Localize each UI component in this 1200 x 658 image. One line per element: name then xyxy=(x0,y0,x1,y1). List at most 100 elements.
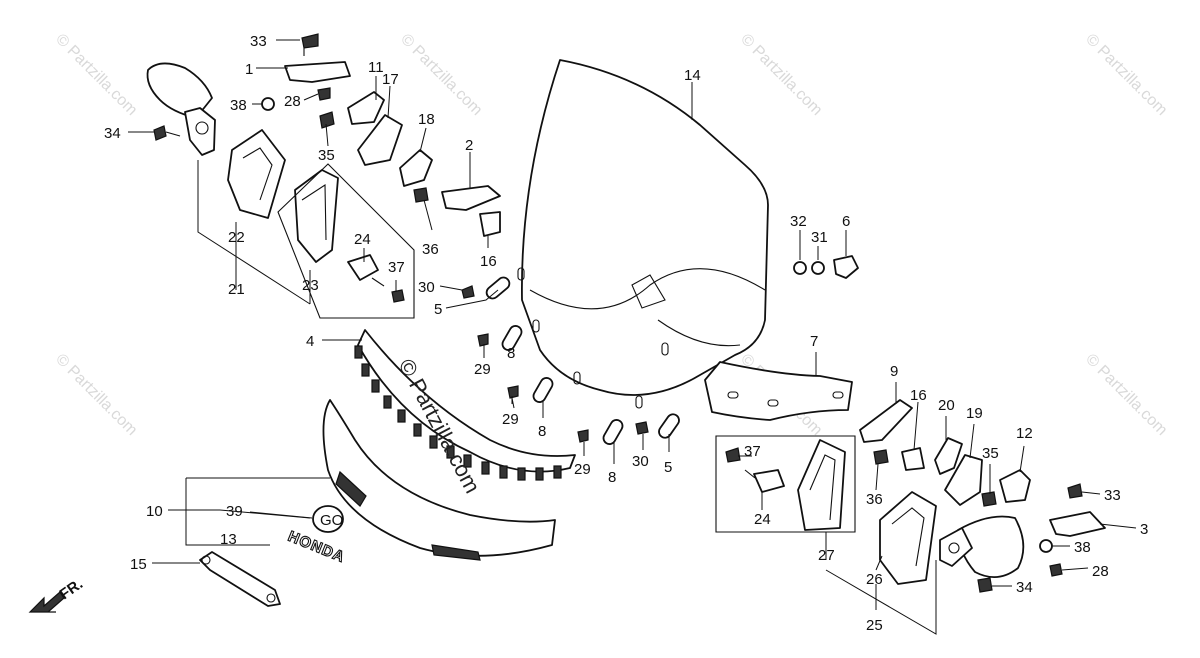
callout-labels: 33 1 28 38 34 11 17 18 35 2 22 21 23 24 … xyxy=(104,33,1148,634)
screw-37-left xyxy=(391,289,405,303)
callout-29-c: 29 xyxy=(574,461,591,478)
stay-part xyxy=(199,551,281,607)
left-mirror-part xyxy=(146,62,216,156)
bolt-33-left xyxy=(301,33,319,56)
screw-34-right xyxy=(977,577,993,593)
screw-34-left xyxy=(153,125,181,141)
right-bracket-3 xyxy=(1049,511,1106,537)
callout-33-left: 33 xyxy=(250,33,267,50)
callout-35-right: 35 xyxy=(982,445,999,462)
callout-20: 20 xyxy=(938,397,955,414)
callout-35-left: 35 xyxy=(318,147,335,164)
left-clamp-18 xyxy=(399,149,433,187)
callout-22: 22 xyxy=(228,229,245,246)
right-stay-19 xyxy=(944,454,983,506)
seal-strip-part xyxy=(354,329,576,481)
callout-34-left: 34 xyxy=(104,125,121,142)
washer-31 xyxy=(811,261,825,275)
callout-5-lower: 5 xyxy=(664,459,672,476)
callout-39: 39 xyxy=(226,503,243,520)
grommet-5-upper xyxy=(485,276,511,300)
nut-6 xyxy=(833,255,859,279)
screw-36-left xyxy=(413,187,429,203)
washer-38-right xyxy=(1039,539,1053,553)
screw-30-upper xyxy=(461,285,475,299)
right-mirror-part xyxy=(939,515,1025,578)
watermark-2: © Partzilla.com xyxy=(397,31,485,119)
callout-9: 9 xyxy=(890,363,898,380)
windscreen-part xyxy=(517,59,769,409)
copyright-stamp: © Partzilla.com xyxy=(394,355,486,498)
callout-14: 14 xyxy=(684,67,701,84)
watermark-7: © Partzilla.com xyxy=(1082,351,1170,439)
watermark-1: © Partzilla.com xyxy=(52,31,140,119)
right-clip-16 xyxy=(901,447,925,471)
callout-38-right: 38 xyxy=(1074,539,1091,556)
left-clip-16 xyxy=(479,211,501,237)
screw-36-right xyxy=(873,449,889,465)
left-plate-24 xyxy=(347,254,385,287)
callout-26: 26 xyxy=(866,571,883,588)
callout-24-right: 24 xyxy=(754,511,771,528)
callout-16-right: 16 xyxy=(910,387,927,404)
callout-13: 13 xyxy=(220,531,237,548)
callout-17: 17 xyxy=(382,71,399,88)
left-box-23 xyxy=(277,163,415,319)
front-cover-part xyxy=(322,399,556,561)
callout-21: 21 xyxy=(228,281,245,298)
callout-5-upper: 5 xyxy=(434,301,442,318)
callout-30-upper: 30 xyxy=(418,279,435,296)
watermark-4: © Partzilla.com xyxy=(1082,31,1170,119)
brand-lettering-part: HONDA xyxy=(285,527,348,566)
brand-lettering: HONDA xyxy=(286,528,348,566)
callout-3: 3 xyxy=(1140,521,1148,538)
callout-27: 27 xyxy=(818,547,835,564)
callout-29-a: 29 xyxy=(474,361,491,378)
callout-1: 1 xyxy=(245,61,253,78)
screw-29-c xyxy=(577,429,589,443)
grommet-5-lower xyxy=(658,413,680,439)
callout-33-right: 33 xyxy=(1104,487,1121,504)
washer-38-left xyxy=(261,97,275,111)
left-stay-11 xyxy=(347,91,385,125)
callout-12: 12 xyxy=(1016,425,1033,442)
callout-31: 31 xyxy=(811,229,828,246)
callout-15: 15 xyxy=(130,556,147,573)
callout-2: 2 xyxy=(465,137,473,154)
callout-28-left: 28 xyxy=(284,93,301,110)
right-stay-20 xyxy=(934,437,963,475)
screw-35-right xyxy=(981,491,997,507)
watermark-5: © Partzilla.com xyxy=(52,351,140,439)
right-cover-27 xyxy=(797,439,846,531)
washer-32 xyxy=(793,261,807,275)
emblem-part: GO xyxy=(312,505,344,533)
callout-16-left: 16 xyxy=(480,253,497,270)
callout-29-b: 29 xyxy=(502,411,519,428)
front-direction-arrow: FR. xyxy=(28,575,86,613)
callout-23: 23 xyxy=(302,277,319,294)
grommet-8-a xyxy=(501,325,523,351)
callout-7: 7 xyxy=(810,333,818,350)
grommet-8-c xyxy=(602,419,624,445)
callout-36-right: 36 xyxy=(866,491,883,508)
callout-37-left: 37 xyxy=(388,259,405,276)
callout-34-right: 34 xyxy=(1016,579,1033,596)
callout-8-a: 8 xyxy=(507,345,515,362)
screw-28-left xyxy=(317,87,331,101)
bolt-33-right xyxy=(1067,483,1083,499)
watermark-3: © Partzilla.com xyxy=(737,31,825,119)
callout-8-c: 8 xyxy=(608,469,616,486)
callout-19: 19 xyxy=(966,405,983,422)
grommet-8-b xyxy=(532,377,554,403)
screw-28-right xyxy=(1049,563,1063,577)
screw-30-lower xyxy=(635,421,649,435)
callout-28-right: 28 xyxy=(1092,563,1109,580)
right-box-27 xyxy=(715,435,856,533)
callout-11: 11 xyxy=(368,59,384,76)
callout-10: 10 xyxy=(146,503,163,520)
screw-37-right xyxy=(725,447,741,463)
right-plate-24 xyxy=(744,469,785,493)
left-clamp-2 xyxy=(441,185,501,211)
callout-36-left: 36 xyxy=(422,241,439,258)
seal-teeth xyxy=(354,345,562,481)
